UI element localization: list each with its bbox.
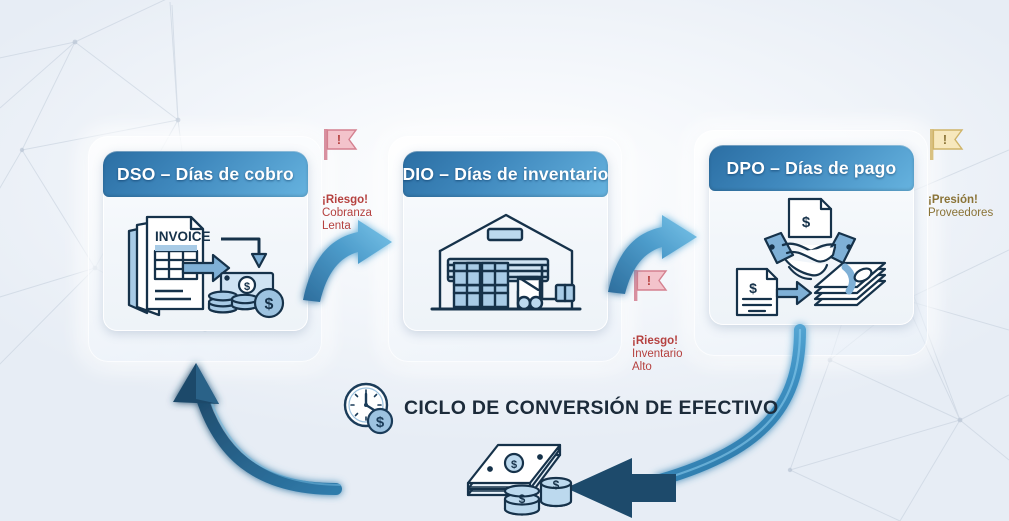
arrow-dso-to-dio — [303, 220, 392, 302]
svg-text:$: $ — [264, 296, 273, 313]
card-dso-header: DSO – Días de cobro — [103, 151, 308, 197]
invoice-to-cash-icon: INVOICE $ — [127, 215, 284, 319]
card-dso[interactable]: DSO – Días de cobro INVOICE — [103, 151, 308, 331]
svg-text:$: $ — [553, 478, 560, 492]
flag-riesgo-inventario-text: ¡Riesgo!Inventario Alto — [632, 309, 712, 387]
svg-text:INVOICE: INVOICE — [155, 229, 211, 244]
flag-presion-proveedores-text: ¡Presión!Proveedores — [928, 168, 1009, 233]
svg-text:$: $ — [243, 281, 249, 293]
svg-text:!: ! — [647, 274, 651, 288]
flag-presion-proveedores-title: ¡Presión! — [928, 194, 978, 206]
svg-text:!: ! — [337, 133, 341, 147]
card-dpo-body: $ $ — [709, 191, 914, 325]
flag-presion-proveedores-lines: Proveedores — [928, 207, 994, 219]
flag-riesgo-inventario: ! ¡Riesgo!Inventario Alto — [632, 268, 712, 387]
cash-stack-icon: $ $ $ — [466, 443, 573, 516]
cycle-caption: $ CICLO DE CONVERSIÓN DE EFECTIVO — [341, 381, 778, 435]
card-dpo-header: DPO – Días de pago — [709, 145, 914, 191]
clock-money-icon: $ — [343, 382, 394, 435]
card-dso-body: INVOICE $ — [103, 197, 308, 331]
flag-riesgo-cobranza: ! ¡Riesgo!Cobranza Lenta — [322, 127, 402, 246]
flag-riesgo-inventario-title: ¡Riesgo! — [632, 335, 678, 347]
handshake-payment-icon: $ $ — [735, 197, 886, 317]
card-dio-body — [403, 197, 608, 331]
flag-riesgo-cobranza-title: ¡Riesgo! — [322, 194, 368, 206]
svg-text:$: $ — [376, 414, 385, 431]
card-dio-title: DIO – Días de inventario — [403, 163, 608, 184]
flag-riesgo-cobranza-lines: Cobranza Lenta — [322, 207, 372, 232]
svg-text:$: $ — [749, 280, 757, 296]
cycle-caption-text: CICLO DE CONVERSIÓN DE EFECTIVO — [404, 396, 779, 419]
flag-riesgo-cobranza-text: ¡Riesgo!Cobranza Lenta — [322, 168, 402, 246]
warning-flag-icon: ! — [930, 129, 964, 160]
svg-text:$: $ — [519, 492, 526, 506]
card-dpo-title: DPO – Días de pago — [726, 157, 897, 178]
card-dio[interactable]: DIO – Días de inventario — [403, 151, 608, 331]
svg-text:$: $ — [511, 459, 517, 471]
card-dio-header: DIO – Días de inventario — [403, 151, 608, 197]
svg-text:$: $ — [801, 214, 810, 231]
card-dso-title: DSO – Días de cobro — [117, 163, 294, 184]
svg-text:!: ! — [943, 133, 947, 147]
warning-flag-icon: ! — [634, 270, 668, 301]
connector-dpo-down — [654, 324, 806, 486]
card-dpo[interactable]: DPO – Días de pago $ $ — [709, 145, 914, 325]
flag-presion-proveedores: ! ¡Presión!Proveedores — [928, 127, 1009, 233]
arrow-bottom-left — [566, 458, 676, 518]
arrow-return-up-left — [173, 363, 342, 495]
flag-riesgo-inventario-lines: Inventario Alto — [632, 348, 683, 373]
warehouse-forklift-icon — [430, 213, 581, 311]
arrow-dio-to-dpo — [608, 215, 697, 294]
warning-flag-icon: ! — [324, 129, 358, 160]
